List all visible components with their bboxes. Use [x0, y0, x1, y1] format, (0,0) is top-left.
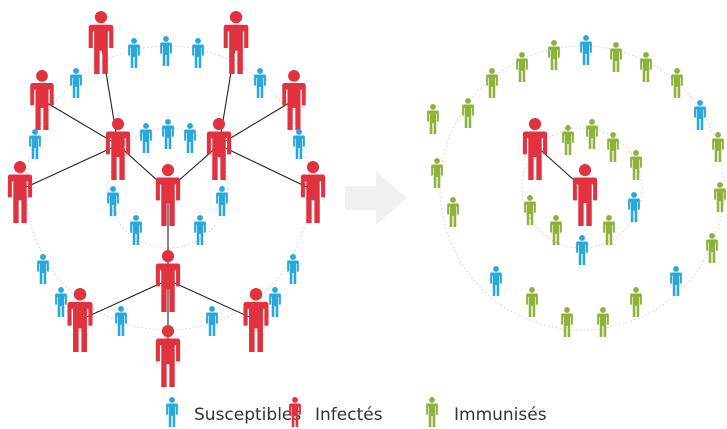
person-susceptible-icon	[107, 186, 119, 216]
person-susceptible-icon	[216, 186, 228, 216]
person-immune-icon	[431, 158, 443, 188]
person-immune-icon	[586, 119, 598, 149]
person-susceptible-icon	[580, 35, 592, 65]
inner-ring	[521, 127, 643, 249]
person-infected-icon	[67, 288, 93, 352]
person-immune-icon	[550, 215, 562, 245]
person-susceptible-icon	[166, 397, 178, 427]
person-infected-icon	[572, 164, 598, 226]
person-susceptible-icon	[576, 235, 588, 265]
person-susceptible-icon	[490, 266, 502, 296]
person-immune-icon	[526, 287, 538, 317]
person-immune-icon	[427, 104, 439, 134]
person-immune-icon	[630, 287, 642, 317]
person-susceptible-icon	[140, 123, 152, 153]
person-infected-icon	[243, 288, 269, 352]
person-susceptible-icon	[194, 215, 206, 245]
legend-item-immune: Immunisés	[426, 397, 547, 427]
person-susceptible-icon	[192, 38, 204, 68]
person-susceptible-icon	[128, 38, 140, 68]
person-infected-icon	[155, 164, 181, 226]
person-infected-icon	[282, 70, 306, 130]
person-immune-icon	[706, 233, 718, 263]
person-infected-icon	[7, 161, 33, 223]
person-infected-icon	[289, 397, 301, 427]
person-immune-icon	[486, 68, 498, 98]
person-susceptible-icon	[206, 306, 218, 336]
person-susceptible-icon	[184, 123, 196, 153]
person-infected-icon	[30, 70, 54, 130]
person-susceptible-icon	[70, 68, 82, 98]
transition-arrow	[345, 171, 407, 225]
person-infected-icon	[155, 250, 181, 312]
person-immune-icon	[516, 52, 528, 82]
person-immune-icon	[548, 40, 560, 70]
person-immune-icon	[714, 182, 726, 212]
legend: Susceptibles Infectés Immunisés	[166, 397, 547, 427]
legend-label: Immunisés	[454, 405, 547, 425]
contact-link	[218, 144, 314, 191]
person-immune-icon	[426, 397, 438, 427]
person-susceptible-icon	[37, 254, 49, 284]
network-without-vaccination	[7, 11, 326, 387]
person-infected-icon	[300, 161, 326, 223]
legend-item-susceptible: Susceptibles	[166, 397, 301, 427]
person-susceptible-icon	[160, 36, 172, 66]
person-immune-icon	[462, 98, 474, 128]
person-susceptible-icon	[254, 68, 266, 98]
person-infected-icon	[522, 118, 548, 180]
legend-item-infected: Infectés	[289, 397, 383, 427]
person-immune-icon	[630, 150, 642, 180]
person-immune-icon	[447, 197, 459, 227]
person-immune-icon	[562, 125, 574, 155]
legend-label: Infectés	[315, 405, 383, 425]
person-immune-icon	[597, 307, 609, 337]
person-susceptible-icon	[130, 215, 142, 245]
person-infected-icon	[88, 11, 114, 74]
contact-link	[79, 279, 169, 321]
contact-link	[19, 144, 119, 191]
contact-link	[218, 99, 295, 146]
network-with-vaccination	[427, 35, 726, 337]
person-susceptible-icon	[269, 287, 281, 317]
person-susceptible-icon	[293, 129, 305, 159]
person-immune-icon	[603, 215, 615, 245]
person-susceptible-icon	[628, 192, 640, 222]
person-susceptible-icon	[162, 119, 174, 149]
person-susceptible-icon	[29, 129, 41, 159]
person-infected-icon	[206, 118, 232, 180]
arrow-right-icon	[345, 171, 407, 225]
person-susceptible-icon	[55, 287, 67, 317]
legend-label: Susceptibles	[194, 405, 301, 425]
person-susceptible-icon	[694, 100, 706, 130]
person-susceptible-icon	[115, 306, 127, 336]
person-susceptible-icon	[287, 254, 299, 284]
person-immune-icon	[610, 42, 622, 72]
person-infected-icon	[105, 118, 131, 180]
person-susceptible-icon	[670, 266, 682, 296]
person-immune-icon	[524, 195, 536, 225]
person-immune-icon	[712, 132, 724, 162]
person-immune-icon	[561, 307, 573, 337]
person-infected-icon	[223, 11, 249, 74]
contact-link	[41, 99, 119, 146]
contact-link	[167, 279, 257, 321]
person-immune-icon	[607, 132, 619, 162]
inner-ring	[107, 127, 229, 249]
person-immune-icon	[671, 68, 683, 98]
person-infected-icon	[155, 325, 181, 387]
person-immune-icon	[640, 52, 652, 82]
